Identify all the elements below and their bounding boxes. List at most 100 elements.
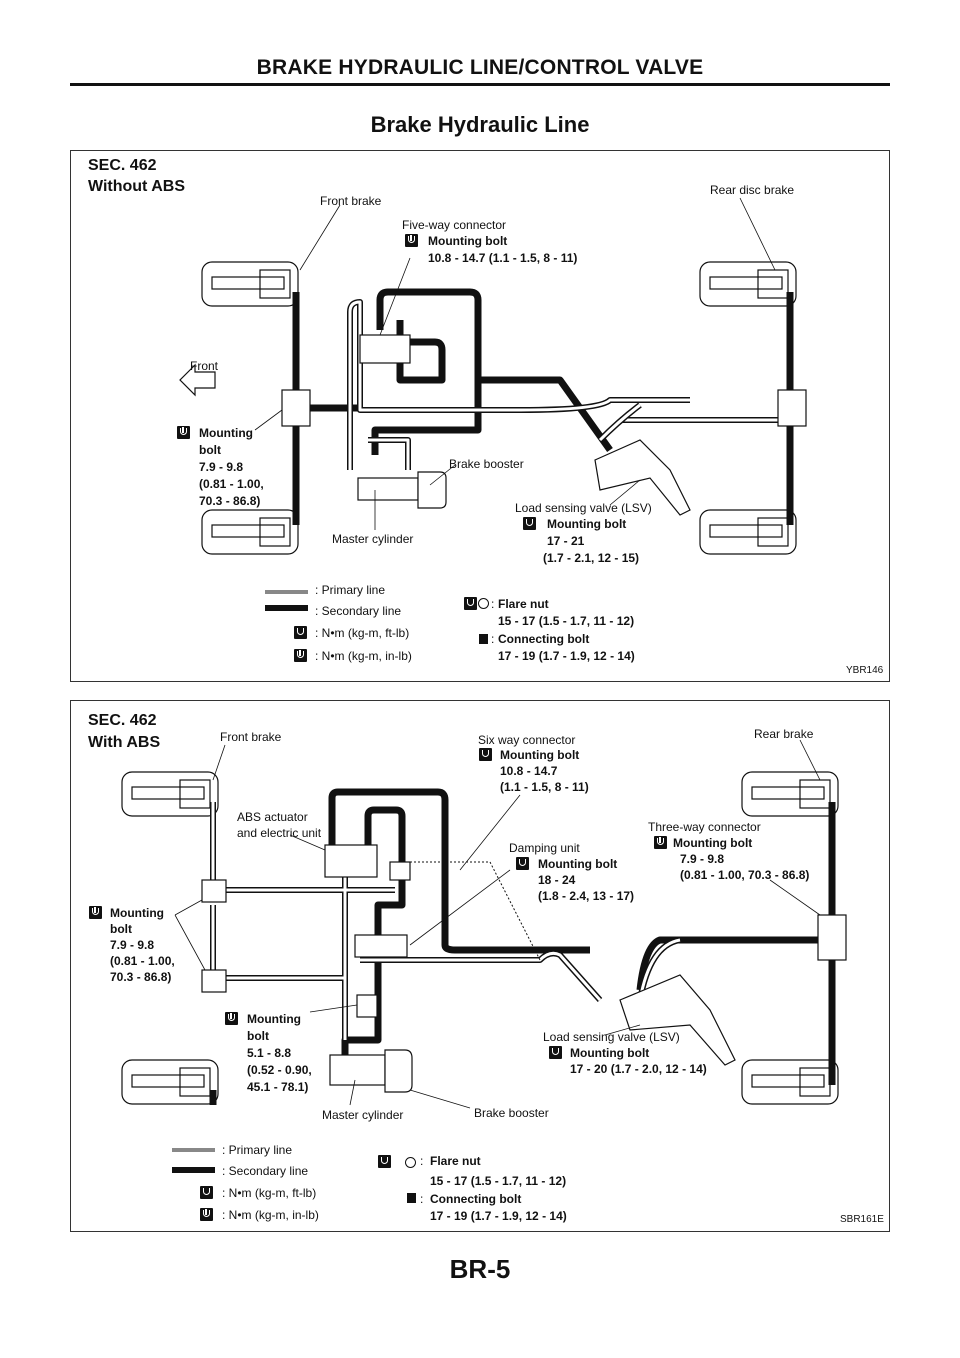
flare-nut-icon: [405, 1157, 416, 1168]
torque-ft-lb-icon: [464, 597, 477, 610]
torque-in-lb-icon: [89, 906, 102, 919]
section-header: BRAKE HYDRAULIC LINE/CONTROL VALVE: [256, 56, 704, 79]
sec-number: SEC. 462: [88, 157, 157, 174]
legend-colon: :: [491, 597, 495, 611]
label-five-way-connector: Five-way connector: [402, 218, 507, 232]
variant-title: Without ABS: [88, 178, 186, 195]
label-torque: 7.9 - 9.8: [199, 460, 244, 474]
label-three-way-connector: Three-way connector: [648, 820, 761, 834]
label-torque: 10.8 - 14.7: [500, 764, 558, 778]
torque-in-lb-icon: [405, 234, 418, 247]
label-master-cylinder: Master cylinder: [332, 532, 414, 546]
label-rear-brake: Rear disc brake: [710, 183, 795, 197]
torque-ft-lb-icon: [479, 748, 492, 761]
diagram-2-legend-lines: [172, 1148, 215, 1173]
label-torque: 7.9 - 9.8: [110, 938, 155, 952]
label-torque: (1.1 - 1.5, 8 - 11): [500, 780, 589, 794]
label-torque: (0.81 - 1.00,: [110, 954, 175, 968]
label-front: Front: [190, 359, 219, 373]
label-bolt: bolt: [110, 922, 132, 936]
label-torque: 10.8 - 14.7 (1.1 - 1.5, 8 - 11): [428, 251, 578, 265]
label-abs-actuator: ABS actuator: [237, 810, 308, 824]
label-lsv: Load sensing valve (LSV): [515, 501, 652, 515]
legend-colon: :: [491, 632, 495, 646]
diagram-without-abs-frame: [70, 150, 890, 682]
legend-secondary: : Secondary line: [315, 604, 402, 618]
label-damping-unit: Damping unit: [509, 841, 580, 855]
label-front-brake: Front brake: [220, 730, 282, 744]
legend-ftlb: : N•m (kg-m, ft-lb): [222, 1186, 317, 1200]
page-number: BR-5: [449, 1254, 511, 1284]
label-torque: 17 - 20 (1.7 - 2.0, 12 - 14): [570, 1062, 707, 1076]
page-title: Brake Hydraulic Line: [370, 112, 590, 137]
label-torque: (0.81 - 1.00, 70.3 - 86.8): [680, 868, 810, 882]
label-torque: (1.7 - 2.1, 12 - 15): [543, 551, 640, 565]
label-torque: (0.52 - 0.90,: [247, 1063, 312, 1077]
label-brake-booster: Brake booster: [474, 1106, 549, 1120]
label-abs-actuator: and electric unit: [237, 826, 322, 840]
label-rear-brake: Rear brake: [754, 727, 814, 741]
figure-code: YBR146: [846, 665, 884, 676]
legend-primary: : Primary line: [315, 583, 386, 597]
legend-flare-nut-torque: 15 - 17 (1.5 - 1.7, 11 - 12): [430, 1174, 567, 1188]
legend-inlb: : N•m (kg-m, in-lb): [315, 649, 412, 663]
diagram-2-leaders: [174, 739, 821, 1109]
torque-ft-lb-icon: [294, 626, 307, 639]
legend-connecting-bolt: Connecting bolt: [430, 1192, 522, 1206]
label-torque: 18 - 24: [538, 873, 576, 887]
legend-flare-nut-torque: 15 - 17 (1.5 - 1.7, 11 - 12): [498, 614, 635, 628]
torque-in-lb-icon: [294, 649, 307, 662]
torque-ft-lb-icon: [378, 1155, 391, 1168]
label-torque: 70.3 - 86.8): [199, 494, 261, 508]
torque-ft-lb-icon: [523, 517, 536, 530]
torque-in-lb-icon: [177, 426, 190, 439]
legend-inlb: : N•m (kg-m, in-lb): [222, 1208, 319, 1222]
sec-number: SEC. 462: [88, 712, 157, 729]
label-lsv: Load sensing valve (LSV): [543, 1030, 680, 1044]
label-mounting: Mounting: [247, 1012, 301, 1026]
label-front-brake: Front brake: [320, 194, 382, 208]
connecting-bolt-icon: [407, 1193, 416, 1203]
label-bolt: bolt: [247, 1029, 269, 1043]
variant-title: With ABS: [88, 734, 161, 751]
figure-code: SBR161E: [840, 1214, 884, 1225]
label-torque: 5.1 - 8.8: [247, 1046, 292, 1060]
diagram-1-components: [179, 334, 807, 516]
diagram-2-secondary-lines: [209, 788, 836, 1105]
label-torque: (1.8 - 2.4, 13 - 17): [538, 889, 635, 903]
label-mounting-bolt: Mounting bolt: [428, 234, 508, 248]
label-torque: 45.1 - 78.1): [247, 1080, 309, 1094]
diagram-with-abs-frame: [70, 700, 890, 1232]
torque-in-lb-icon: [654, 836, 667, 849]
label-master-cylinder: Master cylinder: [322, 1108, 404, 1122]
legend-connecting-bolt-torque: 17 - 19 (1.7 - 1.9, 12 - 14): [430, 1209, 567, 1223]
label-torque: 17 - 21: [547, 534, 585, 548]
label-torque: (0.81 - 1.00,: [199, 477, 264, 491]
flare-nut-icon: [478, 598, 489, 609]
legend-colon: :: [420, 1192, 424, 1206]
connecting-bolt-icon: [479, 634, 488, 644]
diagram-1-primary-lines: [347, 299, 778, 470]
label-mounting-bolt: Mounting bolt: [500, 748, 580, 762]
label-mounting-bolt: Mounting bolt: [538, 857, 618, 871]
label-six-way-connector: Six way connector: [478, 733, 576, 747]
label-mounting-bolt: Mounting bolt: [547, 517, 627, 531]
legend-secondary: : Secondary line: [222, 1164, 309, 1178]
label-mounting: Mounting: [199, 426, 253, 440]
torque-ft-lb-icon: [549, 1046, 562, 1059]
diagram-1-legend-lines: [265, 590, 308, 611]
header-rule: [70, 83, 890, 86]
diagram-1-leaders: [254, 197, 776, 530]
legend-flare-nut: Flare nut: [430, 1154, 481, 1168]
legend-ftlb: : N•m (kg-m, ft-lb): [315, 626, 410, 640]
legend-flare-nut: Flare nut: [498, 597, 549, 611]
torque-ft-lb-icon: [200, 1186, 213, 1199]
legend-connecting-bolt-torque: 17 - 19 (1.7 - 1.9, 12 - 14): [498, 649, 635, 663]
label-mounting-bolt: Mounting bolt: [673, 836, 753, 850]
label-bolt: bolt: [199, 443, 221, 457]
diagram-2-primary-lines: [210, 802, 681, 1040]
label-mounting-bolt: Mounting bolt: [570, 1046, 650, 1060]
torque-ft-lb-icon: [516, 857, 529, 870]
label-mounting: Mounting: [110, 906, 164, 920]
